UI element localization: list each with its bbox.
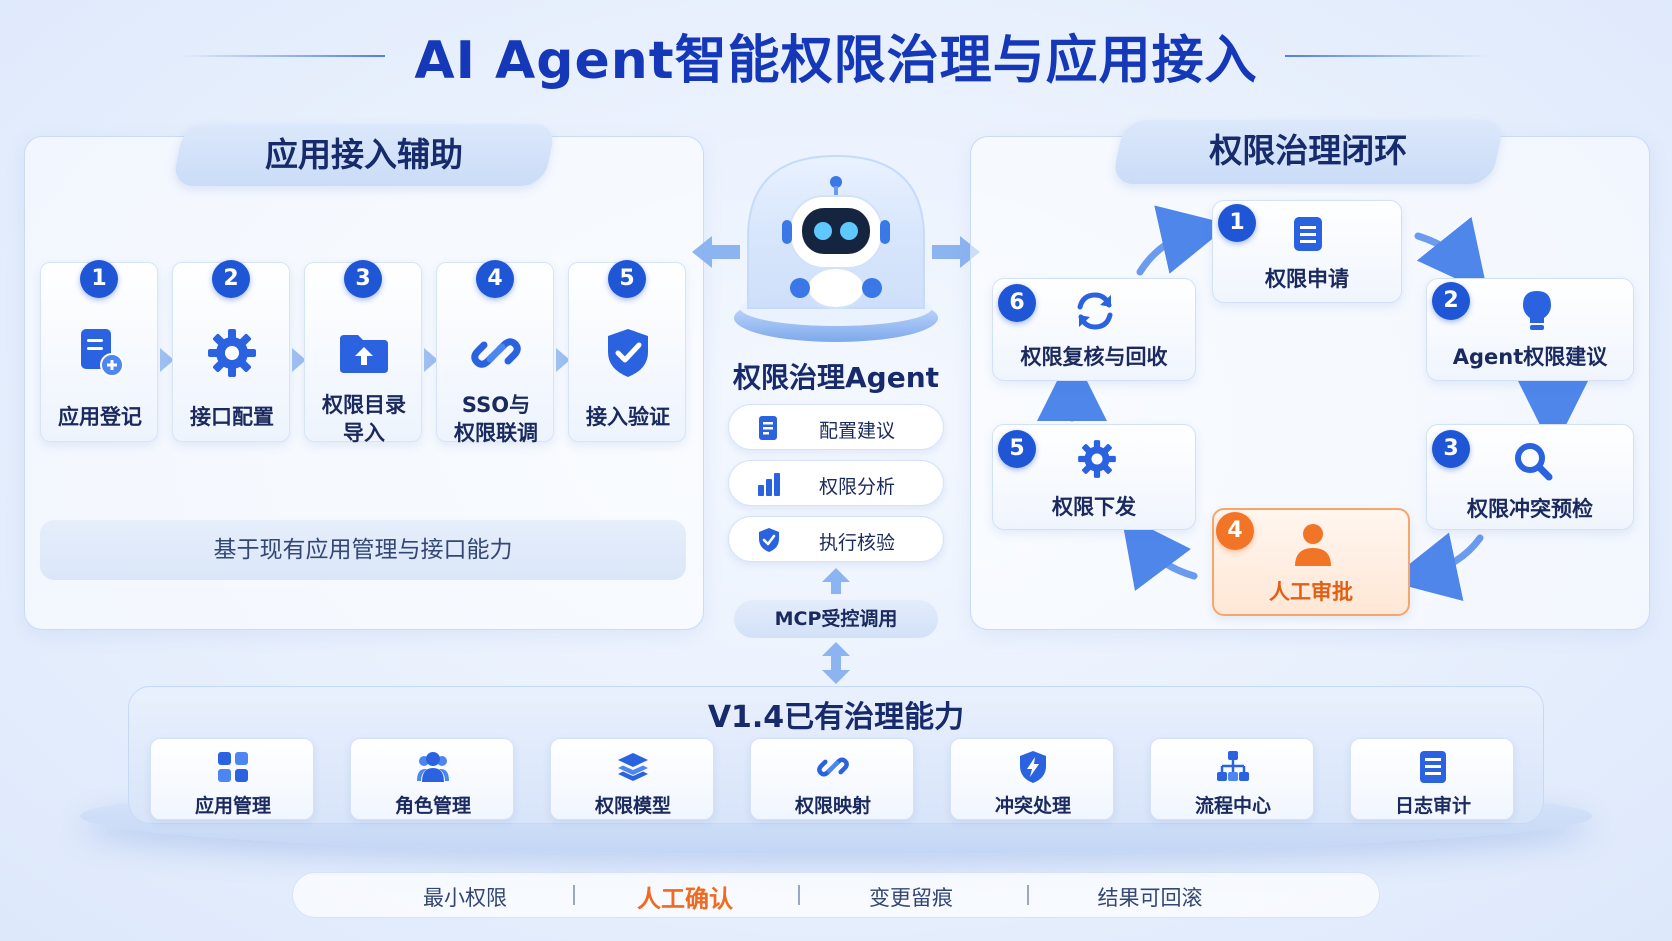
function-label: 权限分析 — [819, 476, 896, 498]
users-icon — [417, 752, 449, 782]
step-label-line2: 权限联调 — [454, 421, 538, 445]
step-label: 接口配置 — [190, 405, 274, 429]
step-label: 接入验证 — [586, 405, 670, 429]
org-chart-icon — [1217, 751, 1249, 781]
arrow-up-icon — [822, 568, 850, 594]
step-number-badge: 1 — [80, 260, 118, 298]
shield-check-icon — [608, 329, 648, 377]
link-icon — [817, 757, 849, 777]
agent-function-config[interactable]: 配置建议 — [728, 404, 944, 450]
chevron-right-icon — [292, 348, 306, 372]
link-icon — [471, 338, 521, 368]
gear-icon — [1078, 440, 1116, 478]
title-decoration-right — [1285, 55, 1490, 57]
loop-step-label: 权限冲突预检 — [1467, 497, 1593, 521]
refresh-icon — [1077, 292, 1113, 330]
loop-arrows — [1037, 205, 1588, 602]
arrow-right-icon — [932, 236, 980, 268]
capability-label: 角色管理 — [394, 795, 471, 817]
principle-divider — [573, 885, 575, 905]
layers-icon — [618, 753, 648, 781]
principles-bar — [292, 872, 1380, 918]
principle-divider — [1027, 885, 1029, 905]
step-label: 应用登记 — [58, 405, 142, 429]
log-icon — [1420, 751, 1446, 783]
document-icon — [759, 416, 777, 440]
loop-step-label: 权限申请 — [1265, 267, 1349, 291]
loop-step-label: 人工审批 — [1269, 580, 1353, 604]
gear-icon — [208, 329, 256, 377]
principle-divider — [798, 885, 800, 905]
loop-step-1-request[interactable]: 权限申请 — [1212, 200, 1402, 303]
step-number-badge: 3 — [1432, 430, 1470, 468]
step-number-badge: 4 — [476, 260, 514, 298]
document-add-icon — [81, 329, 124, 377]
loop-step-2-suggestion[interactable]: Agent权限建议 — [1426, 278, 1634, 381]
step-number-badge: 6 — [998, 284, 1036, 322]
step-label-line2: 导入 — [343, 421, 385, 445]
onboarding-basis-note: 基于现有应用管理与接口能力 — [40, 520, 686, 580]
platform-title: V1.4已有治理能力 — [707, 700, 965, 735]
bar-chart-icon — [758, 473, 780, 496]
capability-permission-mapping[interactable]: 权限映射 — [750, 738, 914, 820]
step-number-badge: 5 — [608, 260, 646, 298]
step-number-badge: 3 — [344, 260, 382, 298]
agent-function-verify[interactable]: 执行核验 — [728, 516, 944, 562]
page-title: AI Agent智能权限治理与应用接入 — [414, 31, 1258, 91]
loop-step-label: 权限复核与回收 — [1020, 345, 1168, 369]
capability-app-management[interactable]: 应用管理 — [150, 738, 314, 820]
capability-label: 权限模型 — [594, 795, 671, 817]
chevron-right-icon — [424, 348, 438, 372]
step-number-badge: 2 — [1432, 282, 1470, 320]
function-label: 执行核验 — [819, 532, 896, 554]
capability-label: 流程中心 — [1194, 795, 1271, 817]
robot-agent-illustration — [734, 154, 938, 342]
agent-title: 权限治理Agent — [732, 361, 940, 394]
capability-label: 日志审计 — [1394, 795, 1471, 817]
capability-conflict-handling[interactable]: 冲突处理 — [950, 738, 1114, 820]
capability-label: 应用管理 — [194, 795, 271, 817]
step-number-badge: 2 — [212, 260, 250, 298]
arrow-updown-icon — [822, 642, 850, 684]
agent-function-analysis[interactable]: 权限分析 — [728, 460, 944, 506]
capability-permission-model[interactable]: 权限模型 — [550, 738, 714, 820]
capability-label: 冲突处理 — [994, 795, 1071, 817]
chevron-right-icon — [160, 348, 174, 372]
shield-bolt-icon — [1020, 751, 1046, 783]
magnifier-icon — [1515, 443, 1553, 481]
loop-step-4-manual-approval[interactable]: 人工审批 — [1212, 508, 1410, 616]
shield-check-icon — [759, 528, 779, 552]
principle-item-highlight: 人工确认 — [637, 885, 733, 913]
step-number-badge: 1 — [1218, 204, 1256, 242]
loop-step-label: Agent权限建议 — [1452, 345, 1608, 369]
capability-workflow-center[interactable]: 流程中心 — [1150, 738, 1314, 820]
principle-item: 最小权限 — [423, 886, 507, 910]
onboarding-step-4[interactable]: SSO与 权限联调 — [436, 262, 554, 445]
capability-log-audit[interactable]: 日志审计 — [1350, 738, 1514, 820]
step-number-badge: 5 — [998, 430, 1036, 468]
lightbulb-icon — [1523, 291, 1551, 330]
step-number-badge: 4 — [1216, 512, 1254, 550]
loop-step-label: 权限下发 — [1052, 495, 1136, 519]
function-label: 配置建议 — [819, 420, 896, 442]
chevron-right-icon — [556, 348, 570, 372]
capability-label: 权限映射 — [794, 795, 871, 817]
document-icon — [1294, 217, 1322, 251]
step-label-line1: SSO与 — [461, 393, 531, 417]
principle-item: 结果可回滚 — [1097, 886, 1203, 910]
person-icon — [1295, 524, 1331, 566]
principle-item: 变更留痕 — [869, 886, 953, 910]
title-decoration-left — [180, 55, 385, 57]
capability-role-management[interactable]: 角色管理 — [350, 738, 514, 820]
mcp-controlled-call[interactable]: MCP受控调用 — [734, 600, 938, 638]
step-label-line1: 权限目录 — [322, 393, 406, 417]
app-onboarding-panel-title: 应用接入辅助 — [171, 124, 557, 186]
folder-upload-icon — [340, 335, 388, 373]
arrow-left-icon — [692, 236, 740, 268]
grid-icon — [218, 752, 248, 782]
